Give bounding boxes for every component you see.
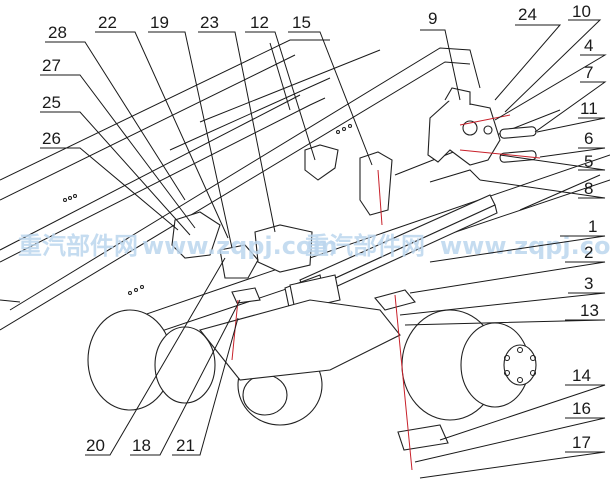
callout-23: 23 [200,13,219,32]
callout-14: 14 [572,366,591,385]
callout-11: 11 [580,99,598,118]
callout-21: 21 [176,436,195,455]
callout-9: 9 [428,9,437,28]
callout-28: 28 [48,23,67,42]
watermark-middle-cn: 重汽部件网 [305,232,425,260]
callout-labels: 9 24 10 4 7 11 6 5 8 1 2 3 13 14 16 17 2… [42,2,599,455]
callout-1: 1 [588,217,597,236]
watermark-middle: www.zqpj.com [142,232,338,260]
callout-12: 12 [250,13,269,32]
callout-16: 16 [572,399,591,418]
callout-18: 18 [132,436,151,455]
callout-26: 26 [42,129,61,148]
callout-10: 10 [572,2,591,21]
callout-22: 22 [98,13,117,32]
callout-25: 25 [42,93,61,112]
watermark: 重汽部件网 www.zqpj.com 重汽部件网 www.zqpj.com [18,232,610,260]
front-hanger-bracket [427,87,501,166]
callout-17: 17 [572,433,591,452]
callout-8: 8 [584,179,593,198]
callout-15: 15 [292,13,311,32]
watermark-left: 重汽部件网 [18,232,138,260]
callout-5: 5 [584,152,593,171]
callout-27: 27 [42,56,61,75]
callout-7: 7 [584,63,593,82]
callout-4: 4 [584,36,593,55]
watermark-right: www.zqpj.com [440,232,610,260]
callout-24: 24 [518,5,537,24]
callout-3: 3 [584,274,593,293]
upper-brackets [171,144,393,311]
callout-2: 2 [584,243,593,262]
callout-6: 6 [584,129,593,148]
leader-lines [40,19,607,479]
callout-19: 19 [150,13,169,32]
callout-13: 13 [580,301,599,320]
callout-20: 20 [86,436,105,455]
rear-axle-assembly [87,299,537,426]
